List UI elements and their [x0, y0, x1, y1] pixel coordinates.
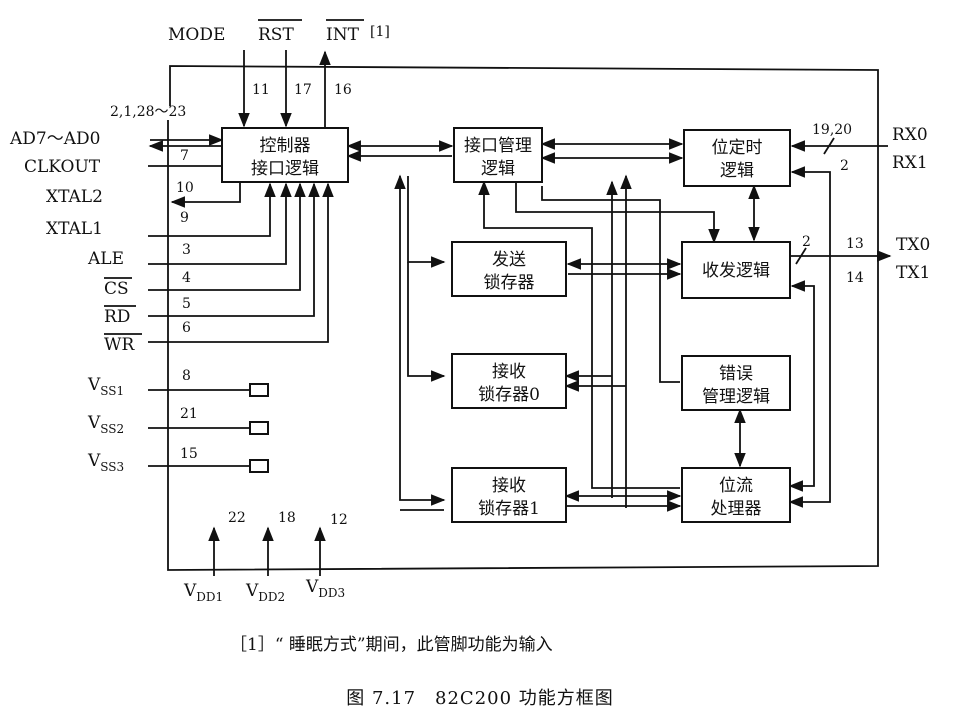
pin-tx-bus-width: 2 — [802, 234, 811, 250]
pin-rst-label: RST — [258, 25, 294, 45]
pin-vss2-terminal — [249, 421, 269, 435]
pin-vss3-label: VSS3 — [87, 451, 124, 474]
pin-xtal2-label: XTAL2 — [46, 187, 103, 207]
pin-wr-number: 6 — [182, 320, 191, 336]
pin-tx1-number: 14 — [846, 270, 864, 286]
bus-ifmgmt-down-2 — [515, 182, 720, 244]
pin-xtal1-number: 9 — [180, 210, 189, 226]
pin-ale-label: ALE — [87, 249, 124, 269]
pin-ale-line — [148, 182, 292, 265]
block-diagram: MODE RST INT [1] 11 17 16 2,1,28～23 AD7～… — [9, 19, 930, 604]
pin-cs-number: 4 — [182, 270, 191, 286]
block-error-mgmt-line1: 错误 — [719, 364, 753, 384]
block-transceiver — [681, 241, 791, 299]
pin-clkout-number: 7 — [180, 148, 189, 164]
block-rx-buffer0-line1: 接收 — [492, 362, 526, 382]
pin-tx0-label: TX0 — [896, 235, 930, 255]
pin-vdd3-label: VDD3 — [305, 577, 345, 600]
block-transceiver-label: 收发逻辑 — [702, 261, 770, 281]
block-controller-line2: 接口逻辑 — [251, 159, 319, 179]
block-rx-buffer0 — [451, 353, 567, 409]
bus-right-loop-inner — [788, 280, 815, 492]
pin-cs-line — [148, 182, 306, 291]
pin-rst-number: 17 — [294, 82, 312, 98]
pin-mode-number: 11 — [252, 82, 270, 98]
pin-vss1-terminal — [249, 383, 269, 397]
pin-mode-label: MODE — [168, 25, 225, 45]
pin-wr-label: WR — [104, 335, 135, 355]
pin-vdd1-label: VDD1 — [183, 581, 223, 604]
pin-rx1-label: RX1 — [892, 153, 928, 173]
pin-rx-bus-width: 2 — [840, 158, 849, 174]
footnote: ［1］“ 睡眠方式”期间，此管脚功能为输入 — [230, 635, 553, 655]
pin-vss1-number: 8 — [182, 368, 191, 384]
pin-vdd2-number: 18 — [278, 510, 296, 526]
pin-rd-line — [148, 182, 320, 317]
block-error-mgmt-line2: 管理逻辑 — [702, 387, 770, 407]
block-rx-buffer1-line2: 锁存器1 — [478, 499, 540, 519]
block-bit-timing-line2: 逻辑 — [720, 161, 754, 181]
pin-ad-label: AD7～AD0 — [9, 129, 100, 149]
block-tx-buffer-line1: 发送 — [492, 250, 526, 270]
block-rx-buffer0-line2: 锁存器0 — [478, 385, 540, 405]
block-bit-stream-line1: 位流 — [719, 476, 753, 496]
block-interface-mgmt-line1: 接口管理 — [464, 136, 532, 156]
pin-vss1-label: VSS1 — [87, 375, 124, 398]
pin-int-label: INT — [326, 25, 360, 45]
bus-left-to-rxbuf0 — [407, 262, 446, 382]
bus-ifmgmt-down-1 — [478, 180, 680, 489]
block-tx-buffer-line2: 锁存器 — [484, 273, 535, 293]
pin-vss3-number: 15 — [180, 446, 198, 462]
block-bit-stream — [681, 467, 791, 523]
bus-left-spine-inner — [407, 176, 446, 268]
block-rx-buffer1-line1: 接收 — [492, 476, 526, 496]
pin-wr-line — [148, 182, 334, 343]
pin-xtal1-label: XTAL1 — [46, 219, 103, 239]
pin-rx-numbers: 19,20 — [812, 122, 852, 138]
bus-ifmgmt-down-3 — [541, 186, 680, 383]
pin-int-number: 16 — [334, 82, 352, 98]
block-error-mgmt — [681, 355, 791, 411]
bus-right-loop-outer — [788, 166, 831, 508]
pin-vss2-label: VSS2 — [87, 413, 124, 436]
pin-vss2-number: 21 — [180, 406, 198, 422]
pin-cs-label: CS — [104, 279, 129, 299]
bus-left-spine — [394, 174, 446, 506]
pin-rx0-label: RX0 — [892, 125, 928, 145]
block-bit-timing — [683, 129, 791, 187]
pin-int-footnote-ref: [1] — [370, 24, 390, 40]
block-tx-buffer — [451, 241, 567, 297]
pin-vdd1-number: 22 — [228, 510, 246, 526]
block-interface-mgmt-line2: 逻辑 — [481, 159, 515, 179]
pin-vdd3-number: 12 — [330, 512, 348, 528]
pin-vdd2-label: VDD2 — [245, 581, 285, 604]
chip-outline — [167, 65, 879, 571]
pin-ale-number: 3 — [182, 242, 191, 258]
pin-rd-number: 5 — [182, 296, 191, 312]
block-interface-mgmt — [453, 127, 543, 183]
block-bit-stream-line2: 处理器 — [711, 499, 762, 519]
block-controller-line1: 控制器 — [260, 136, 311, 156]
pin-rx-bus-slash — [823, 137, 835, 155]
block-controller — [221, 127, 349, 183]
pin-tx0-number: 13 — [846, 236, 864, 252]
pin-xtal2-number: 10 — [176, 180, 194, 196]
pin-xtal1-line — [148, 182, 276, 237]
block-rx-buffer1 — [451, 467, 567, 523]
pin-ad-number: 2,1,28～23 — [110, 104, 186, 120]
pin-rd-label: RD — [104, 307, 130, 327]
pin-xtal2-line — [170, 182, 241, 208]
figure-caption: 图 7.17 82C200 功能方框图 — [346, 688, 614, 709]
pin-tx1-label: TX1 — [896, 263, 930, 283]
block-bit-timing-line1: 位定时 — [712, 138, 763, 158]
pin-clkout-label: CLKOUT — [24, 157, 101, 177]
pin-vss3-terminal — [249, 459, 269, 473]
